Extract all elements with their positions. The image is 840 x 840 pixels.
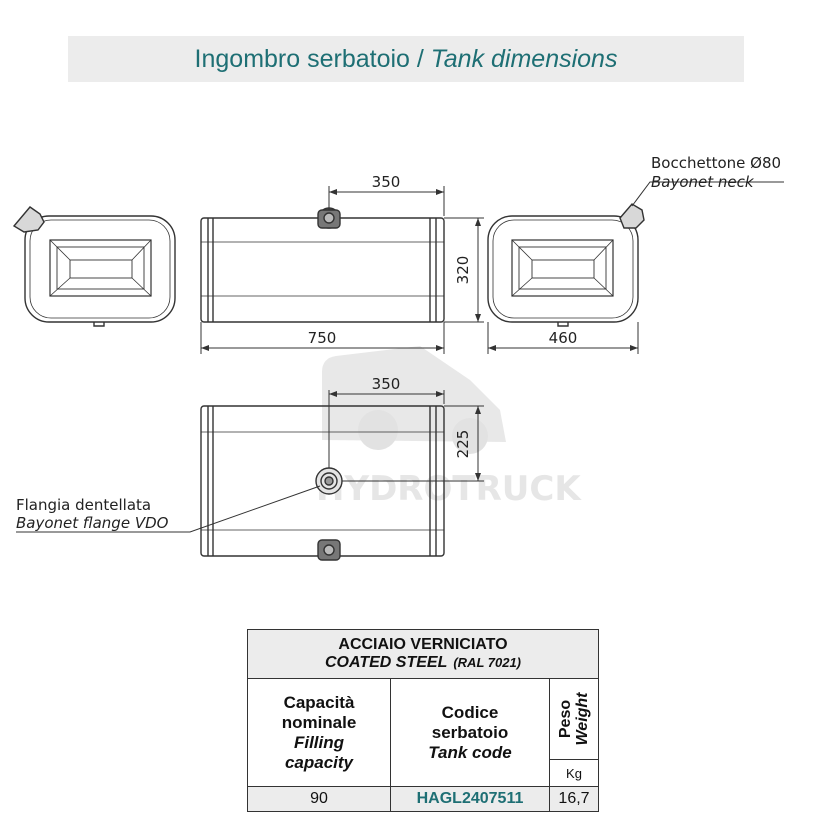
code-header: Codice serbatoio Tank code [390,678,550,787]
material-it: ACCIAIO VERNICIATO [338,636,508,653]
dim-depth: 460 [549,329,578,347]
neck-label-it: Bocchettone Ø80 [651,154,781,172]
page-title: Ingombro serbatoio / Tank dimensions [68,36,744,82]
capacity-it-2: nominale [281,712,357,732]
weight-header: Peso Weight [549,678,599,760]
dim-height: 320 [454,256,472,285]
dim-length: 750 [308,329,337,347]
filler-neck-top-icon [317,539,341,561]
capacity-it-1: Capacità [283,692,355,712]
capacity-header: Capacità nominale Filling capacity [247,678,391,787]
dim-top-offset: 350 [372,173,401,191]
row-weight: 16,7 [549,786,599,812]
title-it: Ingombro serbatoio / [194,44,424,73]
code-en: Tank code [428,742,512,762]
side-view-left [12,206,176,327]
table-row: 90 HAGL2407511 16,7 [247,786,599,812]
row-code: HAGL2407511 [390,786,550,812]
weight-en: Weight [574,692,591,746]
dim-bottom-offset: 350 [372,375,401,393]
code-it-2: serbatoio [431,722,509,742]
capacity-en-1: Filling [293,732,345,752]
material-header: ACCIAIO VERNICIATO COATED STEEL (RAL 7021… [247,629,599,679]
watermark-text: HYDROTRUCK [316,469,582,509]
material-ral: (RAL 7021) [453,655,522,670]
capacity-en-2: capacity [284,752,354,772]
weight-unit: Kg [549,759,599,787]
neck-label-en: Bayonet neck [651,173,755,191]
filler-neck-icon [317,207,341,229]
code-it-1: Codice [441,702,499,722]
dim-bottom-depth: 225 [454,430,472,459]
weight-it: Peso [557,699,574,739]
side-view-right [487,203,645,327]
spec-table: ACCIAIO VERNICIATO COATED STEEL (RAL 7021… [247,629,599,812]
flange-label-it: Flangia dentellata [16,496,151,514]
material-en: COATED STEEL [324,654,448,671]
flange-label-en: Bayonet flange VDO [16,514,169,532]
row-capacity: 90 [247,786,391,812]
dimension-lines [16,181,784,533]
dimension-arrows [201,189,638,481]
front-view [200,207,445,323]
title-en: Tank dimensions [430,44,618,73]
bayonet-flange-icon [315,467,343,495]
